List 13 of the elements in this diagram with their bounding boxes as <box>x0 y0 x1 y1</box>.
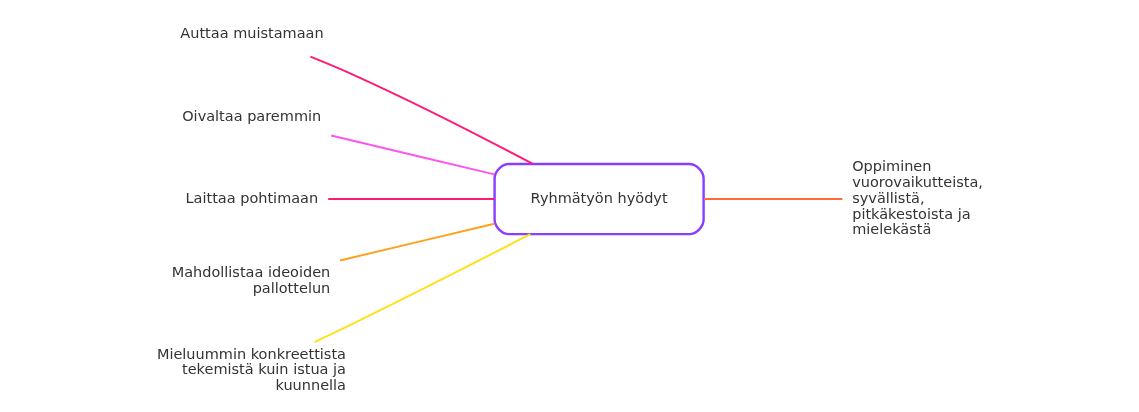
connector <box>327 198 496 200</box>
node-text: Mieluummin konkreettista tekemistä kuin istua ja kuunnella <box>156 345 346 394</box>
connector <box>330 134 496 176</box>
connector <box>313 233 532 343</box>
node-text: Laittaa pohtimaan <box>185 189 319 206</box>
node-text: Oivaltaa paremmin <box>182 107 322 124</box>
connector <box>309 55 534 165</box>
node-text: Mahdollistaa ideoiden pallottelun <box>171 264 331 296</box>
connector <box>703 198 844 200</box>
node-text: Oppiminen vuorovaikutteista, syvällistä, pitkäkestoista ja mielekästä <box>852 158 983 238</box>
node-text: Auttaa muistamaan <box>180 25 324 42</box>
connector <box>339 222 496 262</box>
node-box: Ryhmätyön hyödyt <box>493 162 705 236</box>
